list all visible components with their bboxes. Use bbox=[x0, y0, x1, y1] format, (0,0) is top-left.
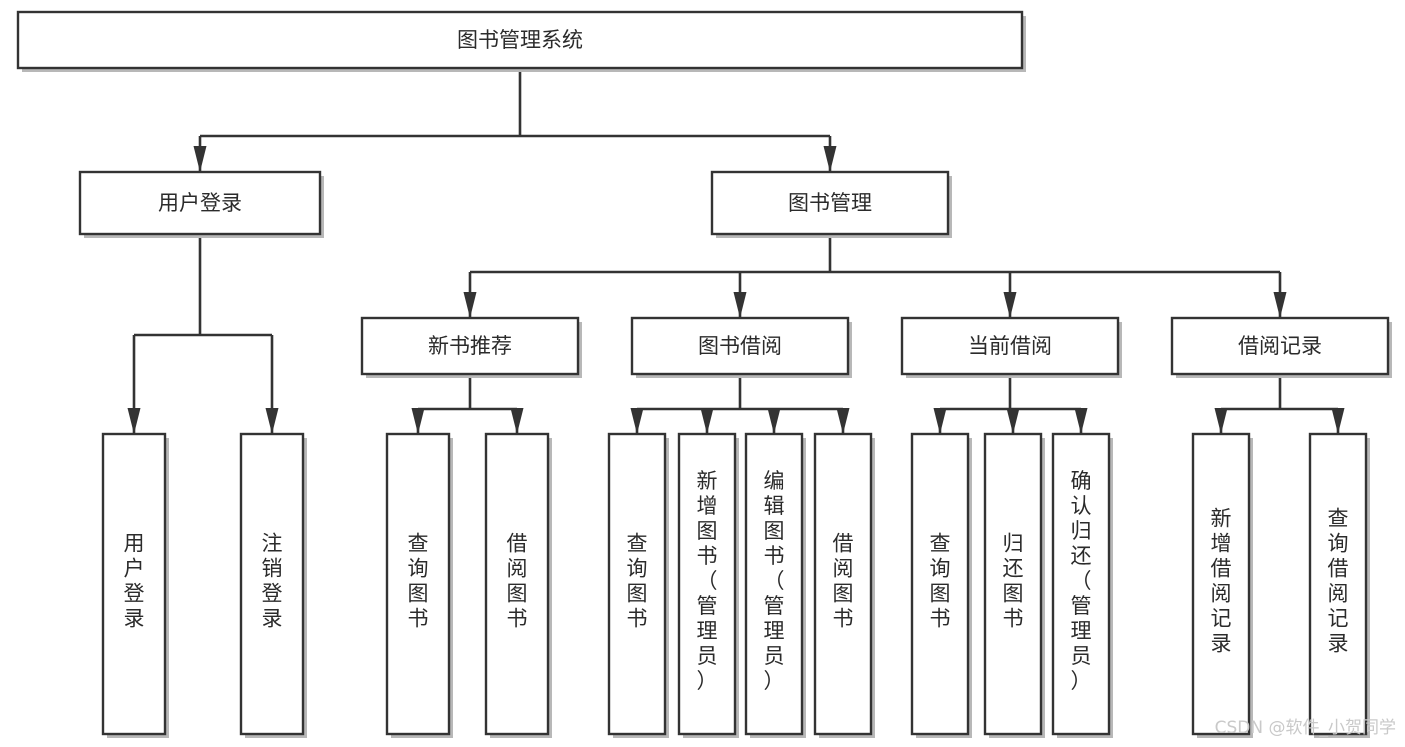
node-查询借阅记录[interactable]: 查询借阅记录 bbox=[1308, 432, 1370, 738]
node-layer: 图书管理系统用户登录用户登录注销登录图书管理新书推荐查询图书借阅图书图书借阅查询… bbox=[16, 10, 1392, 738]
node-编辑图书管理员[interactable]: 编辑图书（管理员） bbox=[744, 432, 806, 738]
node-label: 归还图书 bbox=[1003, 532, 1024, 631]
node-确认归还管理员[interactable]: 确认归还（管理员） bbox=[1051, 432, 1113, 738]
node-label: 借阅图书 bbox=[833, 532, 854, 631]
node-新书推荐[interactable]: 新书推荐 bbox=[360, 316, 582, 378]
node-label: 查询图书 bbox=[408, 532, 429, 631]
arrow-head-icon bbox=[127, 408, 141, 434]
node-label: 编辑图书（管理员） bbox=[764, 469, 785, 693]
node-归还图书[interactable]: 归还图书 bbox=[983, 432, 1045, 738]
arrow-head-icon bbox=[700, 408, 714, 434]
arrow-head-icon bbox=[510, 408, 524, 434]
arrow-head-icon bbox=[933, 408, 947, 434]
node-查询图书[interactable]: 查询图书 bbox=[385, 432, 453, 738]
node-当前借阅[interactable]: 当前借阅 bbox=[900, 316, 1122, 378]
node-label: 新增借阅记录 bbox=[1211, 507, 1232, 656]
arrow-head-icon bbox=[265, 408, 279, 434]
arrow-head-icon bbox=[767, 408, 781, 434]
arrow-head-icon bbox=[823, 146, 837, 172]
node-label: 查询图书 bbox=[930, 532, 951, 631]
node-用户登录[interactable]: 用户登录 bbox=[101, 432, 169, 738]
arrow-head-icon bbox=[193, 146, 207, 172]
node-借阅记录[interactable]: 借阅记录 bbox=[1170, 316, 1392, 378]
node-图书管理系统[interactable]: 图书管理系统 bbox=[16, 10, 1026, 72]
node-注销登录[interactable]: 注销登录 bbox=[239, 432, 307, 738]
arrow-head-icon bbox=[1273, 292, 1287, 318]
arrow-head-icon bbox=[1214, 408, 1228, 434]
node-label: 新增图书（管理员） bbox=[697, 469, 718, 693]
arrow-head-icon bbox=[411, 408, 425, 434]
arrow-head-icon bbox=[463, 292, 477, 318]
arrow-head-icon bbox=[1003, 292, 1017, 318]
arrow-head-icon bbox=[1074, 408, 1088, 434]
connector-layer bbox=[127, 68, 1345, 434]
node-label: 查询图书 bbox=[627, 532, 648, 631]
node-label: 图书管理 bbox=[788, 191, 872, 215]
node-label: 图书管理系统 bbox=[457, 28, 583, 52]
node-label: 借阅图书 bbox=[507, 532, 528, 631]
node-图书借阅[interactable]: 图书借阅 bbox=[630, 316, 852, 378]
node-用户登录[interactable]: 用户登录 bbox=[78, 170, 324, 238]
arrow-head-icon bbox=[1006, 408, 1020, 434]
node-label: 查询借阅记录 bbox=[1328, 507, 1349, 656]
arrow-head-icon bbox=[836, 408, 850, 434]
node-label: 确认归还（管理员） bbox=[1071, 469, 1092, 693]
node-图书管理[interactable]: 图书管理 bbox=[710, 170, 952, 238]
node-借阅图书[interactable]: 借阅图书 bbox=[484, 432, 552, 738]
node-label: 用户登录 bbox=[124, 532, 145, 631]
node-借阅图书[interactable]: 借阅图书 bbox=[813, 432, 875, 738]
node-查询图书[interactable]: 查询图书 bbox=[910, 432, 972, 738]
arrow-head-icon bbox=[630, 408, 644, 434]
csdn-watermark: CSDN @软件_小贺同学 bbox=[1215, 718, 1396, 738]
node-label: 用户登录 bbox=[158, 191, 242, 215]
node-新增借阅记录[interactable]: 新增借阅记录 bbox=[1191, 432, 1253, 738]
arrow-head-icon bbox=[733, 292, 747, 318]
node-label: 新书推荐 bbox=[428, 334, 512, 358]
arrow-head-icon bbox=[1331, 408, 1345, 434]
node-新增图书管理员[interactable]: 新增图书（管理员） bbox=[677, 432, 739, 738]
node-label: 注销登录 bbox=[262, 532, 283, 631]
node-label: 借阅记录 bbox=[1238, 334, 1322, 358]
node-label: 当前借阅 bbox=[968, 334, 1052, 358]
node-label: 图书借阅 bbox=[698, 334, 782, 358]
node-查询图书[interactable]: 查询图书 bbox=[607, 432, 669, 738]
